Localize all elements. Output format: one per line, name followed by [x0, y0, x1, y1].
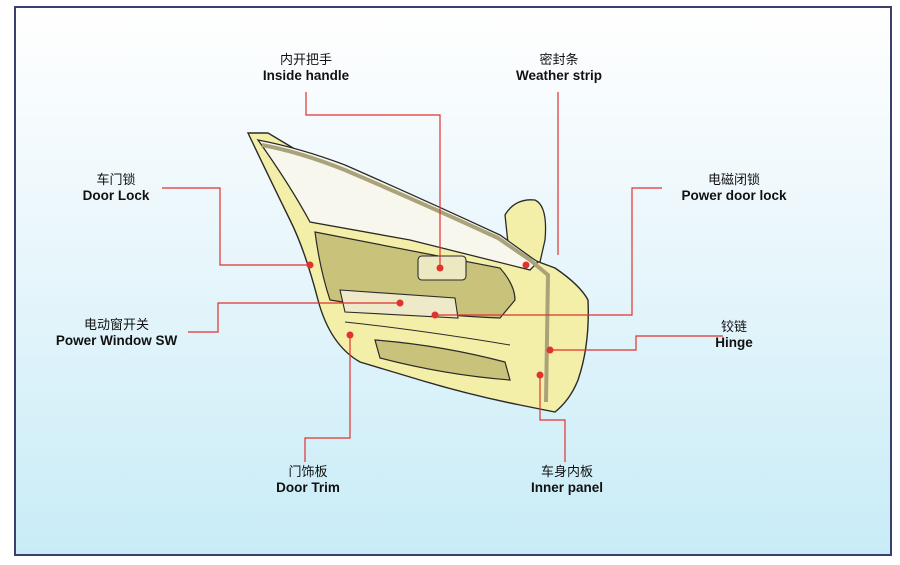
label-zh: 密封条: [494, 53, 624, 68]
dot-hinge: [547, 347, 554, 354]
label-power-window-sw: 电动窗开关 Power Window SW: [44, 318, 189, 349]
dot-weather-strip: [523, 262, 530, 269]
label-zh: 电动窗开关: [44, 318, 189, 333]
leader-door-trim: [305, 335, 350, 462]
label-zh: 车门锁: [66, 173, 166, 188]
label-en: Door Trim: [258, 480, 358, 496]
label-inside-handle: 内开把手 Inside handle: [246, 53, 366, 84]
dot-inner-panel: [537, 372, 544, 379]
label-en: Inside handle: [246, 68, 366, 84]
label-zh: 门饰板: [258, 465, 358, 480]
dot-inside-handle: [437, 265, 444, 272]
label-en: Power Window SW: [44, 333, 189, 349]
label-hinge: 铰链 Hinge: [704, 320, 764, 351]
label-en: Inner panel: [512, 480, 622, 496]
dot-door-lock: [307, 262, 314, 269]
label-door-lock: 车门锁 Door Lock: [66, 173, 166, 204]
label-en: Power door lock: [664, 188, 804, 204]
label-en: Door Lock: [66, 188, 166, 204]
label-en: Hinge: [704, 335, 764, 351]
label-zh: 内开把手: [246, 53, 366, 68]
dot-power-window-sw: [397, 300, 404, 307]
dot-door-trim: [347, 332, 354, 339]
label-weather-strip: 密封条 Weather strip: [494, 53, 624, 84]
label-en: Weather strip: [494, 68, 624, 84]
label-door-trim: 门饰板 Door Trim: [258, 465, 358, 496]
label-zh: 铰链: [704, 320, 764, 335]
label-power-door-lock: 电磁闭锁 Power door lock: [664, 173, 804, 204]
dot-power-door-lock: [432, 312, 439, 319]
label-zh: 电磁闭锁: [664, 173, 804, 188]
label-inner-panel: 车身内板 Inner panel: [512, 465, 622, 496]
label-zh: 车身内板: [512, 465, 622, 480]
